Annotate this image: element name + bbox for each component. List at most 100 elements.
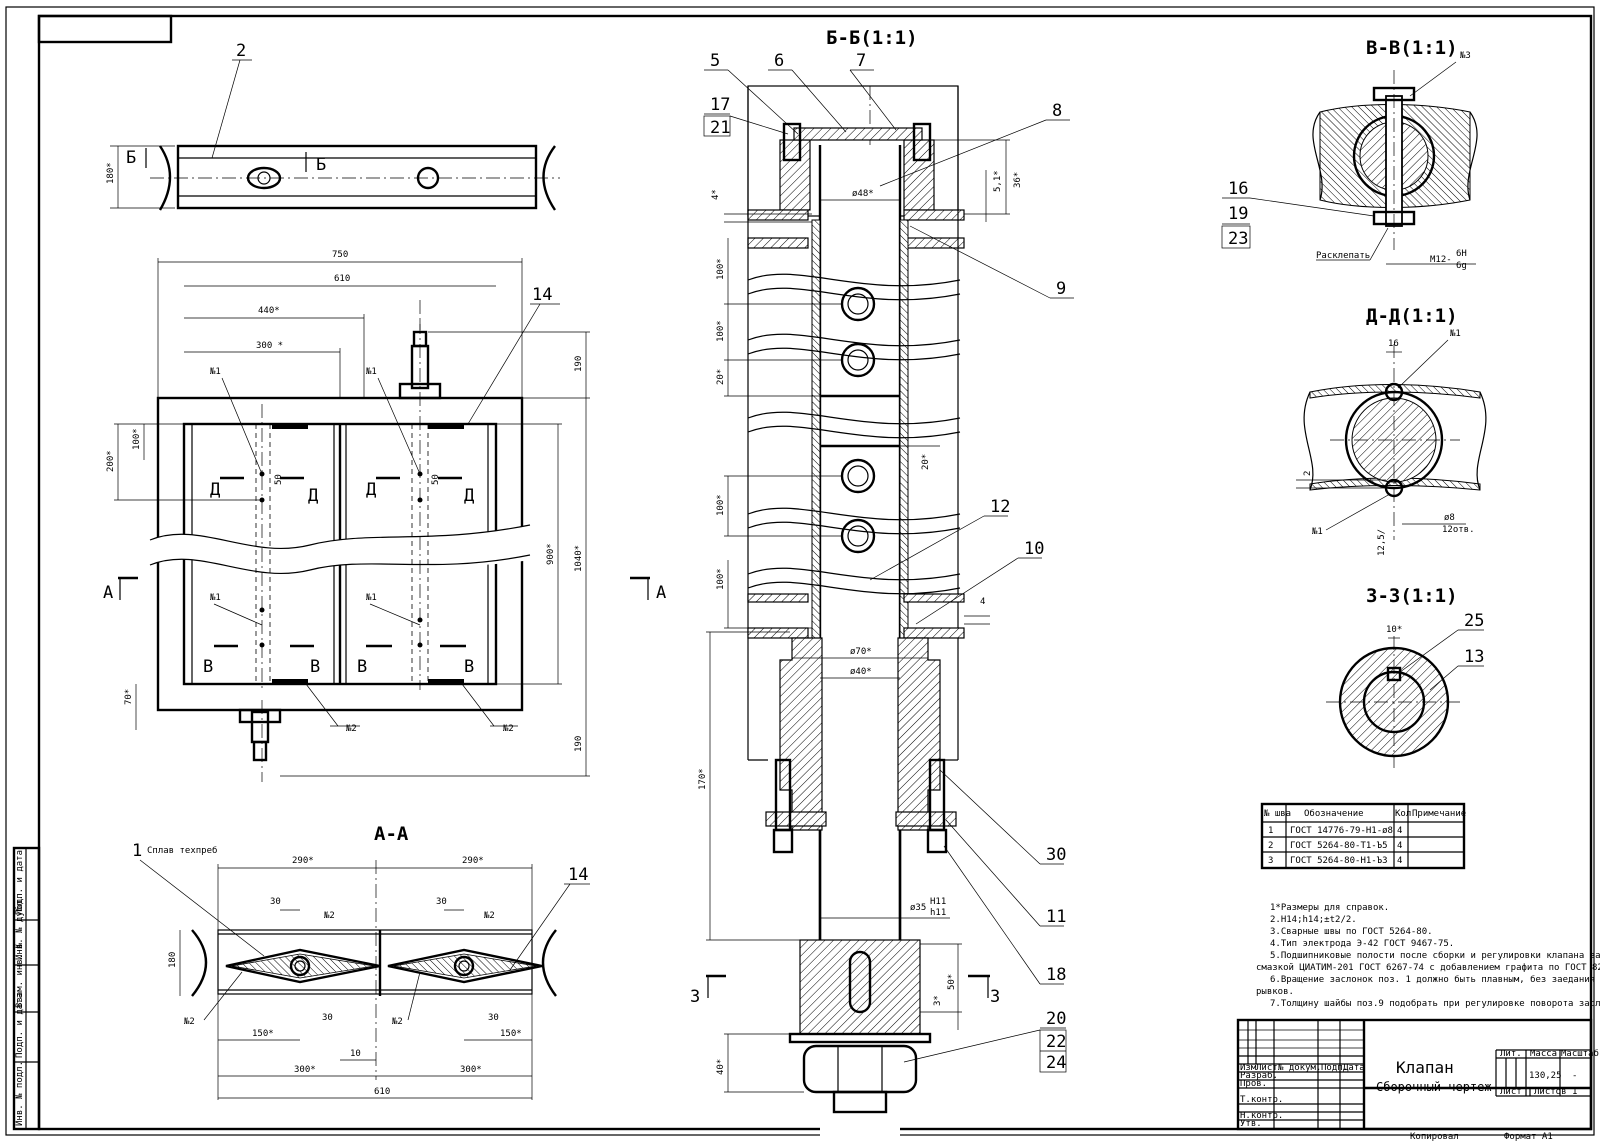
rasklepat-label: Расклепать — [1316, 251, 1370, 261]
title-tkontr: Т.контр. — [1240, 1095, 1283, 1105]
dim-50-left: 50 — [274, 474, 284, 485]
section-v-v: В-В(1:1) №3 16 19 23 Расклепать М12- 6H … — [1221, 37, 1478, 271]
dim-100-b3: 100* — [716, 494, 726, 516]
fit-H11: H11 — [930, 897, 946, 907]
title-data: Дата — [1343, 1063, 1365, 1073]
weld-table-row-3-qty: 4 — [1397, 856, 1402, 866]
weld-mark-n1-dd-bottom: №1 — [1311, 527, 1323, 537]
weld-table-row-1-qty: 4 — [1397, 826, 1402, 836]
weld-mark-n2-d: №2 — [483, 911, 495, 921]
dim-10-zz: 10* — [1386, 625, 1402, 635]
pos-21: 21 — [710, 118, 730, 138]
dim-440: 440* — [258, 306, 280, 316]
dim-d8: ø8 — [1444, 513, 1455, 523]
pos-12: 12 — [990, 497, 1010, 517]
fit-6H: 6H — [1456, 249, 1467, 259]
pos-23: 23 — [1228, 229, 1248, 249]
dim-180-aa: 180 — [168, 952, 178, 968]
pos-1: 1 — [132, 841, 142, 861]
title-sheets-label: Листов — [1534, 1087, 1567, 1097]
dim-610-aa: 610 — [374, 1087, 390, 1097]
title-sheets-value: 1 — [1572, 1087, 1577, 1097]
pos-18: 18 — [1046, 965, 1066, 985]
technical-notes: 1*Размеры для справок. 2.Н14;h14;±t2/2. … — [1256, 903, 1600, 1009]
title-mass-value: 130,25 — [1529, 1071, 1562, 1081]
title-block: Клапан Сборочный чертеж Лит. Масса Масшт… — [1236, 1018, 1599, 1131]
title-list: Лист — [1256, 1063, 1278, 1073]
weld-table-header-num: № шва — [1263, 809, 1291, 819]
section-v-3: В — [357, 657, 367, 677]
title-scale-value: - — [1572, 1071, 1577, 1081]
section-b-b: Б-Б(1:1) — [690, 27, 1074, 1142]
dim-10: 10 — [350, 1049, 361, 1059]
dim-50-bb: 50* — [947, 974, 957, 990]
weld-mark-n1-dd-top: №1 — [1449, 329, 1461, 339]
title-sheet-label: Лист — [1500, 1087, 1522, 1097]
weld-mark-n2-a: №2 — [345, 724, 357, 734]
section-v-1: В — [203, 657, 213, 677]
dim-100-b4: 100* — [716, 568, 726, 590]
front-view: 750 610 440* 300 * — [103, 250, 666, 782]
pos-25: 25 — [1464, 611, 1484, 631]
title-nkontr: Н.контр. — [1240, 1111, 1283, 1121]
pos-9: 9 — [1056, 279, 1066, 299]
weld-table-header-note: Примечание — [1412, 809, 1466, 819]
dim-30-d: 30 — [488, 1013, 499, 1023]
weld-mark-n2-f: №2 — [391, 1017, 403, 1027]
pos-11: 11 — [1046, 907, 1066, 927]
roughness-125: 12,5/ — [1377, 529, 1387, 556]
pos-5: 5 — [710, 51, 720, 71]
dim-900: 900* — [546, 543, 556, 565]
side-strip-label-1: Подп. и дата — [15, 850, 25, 915]
dim-190-bottom: 190 — [574, 736, 584, 752]
title-razrab: Разраб. — [1240, 1070, 1278, 1081]
section-d-1: Д — [210, 480, 220, 500]
side-strip-label-3: Взам. инв. № — [15, 942, 25, 1008]
dim-300: 300 * — [256, 341, 283, 351]
dim-4-top: 4* — [711, 189, 721, 200]
weld-mark-n1-c: №1 — [209, 593, 221, 603]
weld-mark-n2-c: №2 — [323, 911, 335, 921]
section-vv-title: В-В(1:1) — [1366, 37, 1458, 59]
section-d-d: Д-Д(1:1) 16 №1 2 №1 ø8 12отв. 12,5/ — [1296, 305, 1487, 556]
dim-40-bottom: 40* — [716, 1059, 726, 1075]
section-aa-title: А-А — [374, 823, 409, 845]
title-lit-label: Лит. — [1500, 1049, 1522, 1059]
dim-30-c: 30 — [322, 1013, 333, 1023]
dim-150-right: 150* — [500, 1029, 522, 1039]
note-7: 7.Толщину шайбы поз.9 подобрать при регу… — [1270, 998, 1600, 1009]
top-view: Б Б 2 180* — [106, 41, 560, 211]
side-strip-label-5: Инв. № подл. — [15, 1061, 25, 1126]
note-6: 6.Вращение заслонок поз. 1 должно быть п… — [1270, 974, 1600, 985]
section-b-left: Б — [126, 148, 136, 168]
note-3: 3.Сварные швы по ГОСТ 5264-80. — [1270, 927, 1433, 937]
dim-16: 16 — [1388, 339, 1399, 349]
weld-mark-n3: №3 — [1459, 51, 1471, 61]
pos-10: 10 — [1024, 539, 1044, 559]
dim-d70: ø70* — [850, 647, 872, 657]
section-a-right: А — [656, 583, 666, 603]
note-6-cont: рывков. — [1256, 987, 1294, 997]
dim-3-bb: 3* — [933, 995, 943, 1006]
dim-100-b2: 100* — [716, 320, 726, 342]
section-a-left: А — [103, 583, 113, 603]
sheet-frame — [5, 6, 1595, 1136]
weld-table-row-2-num: 2 — [1268, 841, 1273, 851]
pos-14-aa: 14 — [568, 865, 588, 885]
pos-16: 16 — [1228, 179, 1248, 199]
weld-table: № шва Обозначение Кол Примечание 1 ГОСТ … — [1260, 802, 1466, 870]
section-z-z: З-З(1:1) 10* 25 13 — [1326, 585, 1484, 768]
splav-label: Сплав техпреб — [147, 845, 217, 856]
title-podp: Подп. — [1321, 1063, 1348, 1073]
pos-2: 2 — [236, 41, 246, 61]
weld-table-row-3-num: 3 — [1268, 856, 1273, 866]
section-zz-title: З-З(1:1) — [1366, 585, 1458, 607]
section-a-a: А-А 290* 290* 30 30 30 30 150* 150* — [132, 823, 590, 1100]
dim-20-b1: 20* — [716, 369, 726, 385]
dim-5-1: 5,1* — [993, 170, 1003, 192]
section-z-right: З — [990, 987, 1000, 1007]
pos-14-front: 14 — [532, 285, 552, 305]
section-bb-title: Б-Б(1:1) — [826, 27, 918, 49]
pos-17: 17 — [710, 95, 730, 115]
